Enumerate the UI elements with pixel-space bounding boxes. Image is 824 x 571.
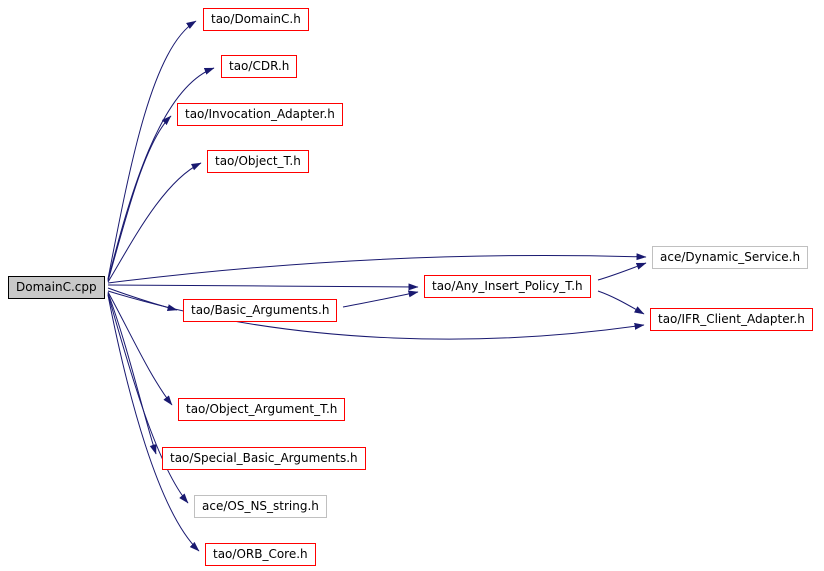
edge-root-to-object-argument-t-h: [107, 291, 173, 406]
edge-root-to-orb-core-h: [107, 294, 200, 552]
node-tao-domainc-h[interactable]: tao/DomainC.h: [203, 8, 309, 31]
node-tao-invocation-adapter-h[interactable]: tao/Invocation_Adapter.h: [177, 103, 343, 126]
edge-root-to-os-ns-string-h: [107, 293, 189, 504]
edge-root-to-domainc-h: [107, 20, 197, 280]
node-tao-ifr-client-adapter-h[interactable]: tao/IFR_Client_Adapter.h: [650, 308, 813, 331]
edge-any-insert-policy-to-dynamic-service: [597, 262, 647, 281]
node-tao-basic-arguments-h[interactable]: tao/Basic_Arguments.h: [183, 299, 338, 322]
node-ace-os-ns-string-h: ace/OS_NS_string.h: [194, 495, 327, 518]
edge-root-to-special-basic-arguments-h: [107, 292, 157, 455]
node-tao-object-t-h[interactable]: tao/Object_T.h: [207, 150, 309, 173]
edge-any-insert-policy-to-ifr-client-adapter: [597, 290, 645, 315]
node-tao-special-basic-arguments-h[interactable]: tao/Special_Basic_Arguments.h: [162, 447, 366, 470]
node-tao-cdr-h[interactable]: tao/CDR.h: [221, 55, 298, 78]
edge-root-to-any-insert-policy-t-h: [107, 283, 419, 291]
node-tao-orb-core-h[interactable]: tao/ORB_Core.h: [205, 543, 316, 566]
edge-basic-arguments-to-any-insert-policy: [342, 290, 419, 308]
node-tao-any-insert-policy-t-h[interactable]: tao/Any_Insert_Policy_T.h: [424, 275, 591, 298]
edge-root-to-object-t-h: [107, 162, 202, 283]
edge-root-to-cdr-h: [107, 67, 215, 281]
node-ace-dynamic-service-h: ace/Dynamic_Service.h: [652, 246, 809, 269]
node-tao-object-argument-t-h[interactable]: tao/Object_Argument_T.h: [178, 398, 346, 421]
edge-root-to-invocation-adapter-h: [107, 115, 172, 282]
node-domainc-cpp: DomainC.cpp: [8, 276, 105, 299]
edge-root-to-dynamic-service-h: [107, 253, 647, 284]
